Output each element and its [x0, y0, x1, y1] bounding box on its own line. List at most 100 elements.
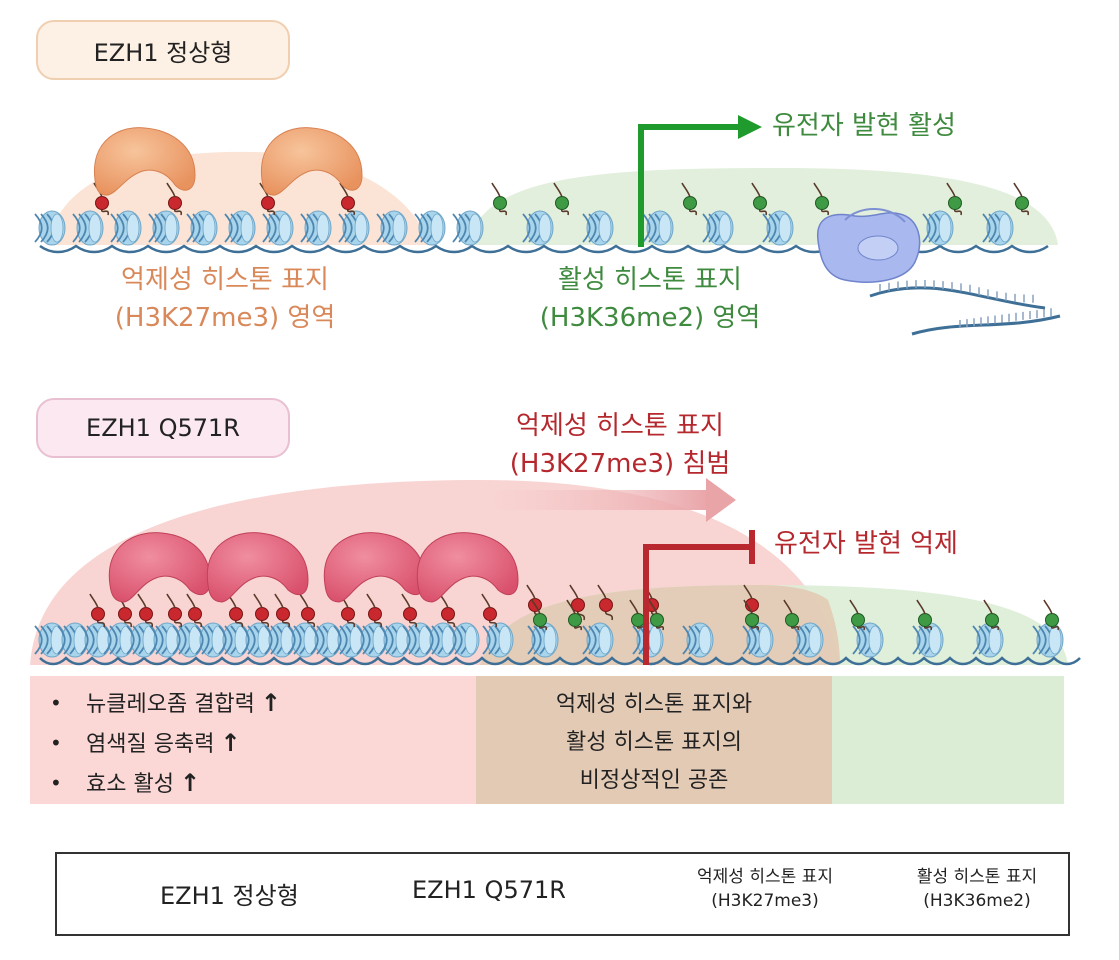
- nucleosome: [34, 210, 66, 246]
- up-arrow-icon: ↑: [260, 689, 282, 717]
- nucleosome: [414, 210, 446, 246]
- repressive-mark: [299, 593, 316, 628]
- active-mark: [1013, 182, 1030, 216]
- mutant-ezh1-protein-2: [206, 532, 309, 603]
- wildtype-panel-label: EZH1 정상형: [36, 20, 290, 80]
- repressive-mark: [253, 593, 270, 628]
- nucleosome: [172, 622, 204, 658]
- mutant-panel-label-text: EZH1 Q571R: [86, 414, 240, 442]
- repressive-mark: [186, 593, 203, 628]
- active-mark: [983, 599, 1000, 631]
- nucleosome: [338, 210, 370, 246]
- dna-strand: [39, 656, 1081, 666]
- nucleosome: [982, 210, 1014, 246]
- active-mark: [743, 599, 760, 631]
- effects-list: 뉴클레오좀 결합력↑ 염색질 응축력↑ 효소 활성↑: [30, 684, 470, 804]
- repressive-mark: [339, 182, 356, 216]
- nucleosome: [333, 622, 365, 658]
- repressive-mark: [137, 593, 154, 628]
- nucleosome: [80, 622, 112, 658]
- rna-transcript-1: [869, 280, 1046, 310]
- nucleosome: [792, 622, 824, 658]
- nucleosome: [702, 210, 734, 246]
- nucleosome: [402, 622, 434, 658]
- chromatin-fiber-bottom: [34, 584, 1081, 666]
- mutant-ezh1-protein-4: [416, 532, 519, 603]
- repressive-mark: [597, 584, 614, 621]
- nucleosome: [452, 210, 484, 246]
- nucleosome: [742, 622, 774, 658]
- nucleosome: [376, 210, 408, 246]
- rna-transcript-2: [911, 308, 1061, 336]
- coexistence-box: [476, 676, 832, 804]
- active-mark: [916, 599, 933, 631]
- nucleosome: [852, 622, 884, 658]
- active-mark: [751, 182, 768, 216]
- rna-polymerase-icon: [817, 208, 921, 283]
- nucleosome: [527, 622, 559, 658]
- active-mark: [783, 599, 800, 631]
- effect-item: 뉴클레오좀 결합력↑: [30, 684, 470, 724]
- repression-arrow: [643, 530, 755, 665]
- repressive-mark: [439, 593, 456, 628]
- chromatin-fiber-top: [34, 182, 1049, 254]
- nucleosome: [241, 622, 273, 658]
- nucleosome: [972, 622, 1004, 658]
- repressive-mark: [366, 593, 383, 628]
- nucleosome: [379, 622, 411, 658]
- active-region-label: 활성 히스톤 표지 (H3K36me2) 영역: [539, 265, 761, 333]
- invasion-label: 억제성 히스톤 표지 (H3K27me3) 침범: [509, 411, 731, 479]
- active-mark: [946, 182, 963, 216]
- nucleosome: [126, 622, 158, 658]
- repressive-mark: [166, 593, 183, 628]
- active-mark: [849, 599, 866, 631]
- nucleosome: [522, 210, 554, 246]
- nucleosome: [682, 622, 714, 658]
- active-mark: [681, 182, 698, 216]
- legend-active-mark-label: 활성 히스톤 표지 (H3K36me2): [916, 867, 1038, 911]
- nucleosome: [34, 622, 66, 658]
- active-mark: [553, 182, 570, 216]
- active-mark: [1043, 599, 1060, 631]
- nucleosome: [149, 622, 181, 658]
- nucleosome: [642, 210, 674, 246]
- up-arrow-icon: ↑: [220, 729, 241, 757]
- repressive-mark: [166, 182, 183, 216]
- wildtype-ezh1-protein-2: [261, 127, 363, 196]
- active-mark: [648, 599, 665, 631]
- nucleosome: [1032, 622, 1064, 658]
- nucleosome: [186, 210, 218, 246]
- active-mark: [813, 182, 830, 216]
- nucleosome: [310, 622, 342, 658]
- wildtype-ezh1-protein-1: [94, 127, 196, 196]
- nucleosome: [224, 210, 256, 246]
- nucleosome: [582, 622, 614, 658]
- effect-item: 염색질 응축력↑: [30, 724, 470, 764]
- nucleosome: [425, 622, 457, 658]
- legend-repressive-mark-label: 억제성 히스톤 표지 (H3K27me3): [697, 867, 833, 911]
- nucleosome: [110, 210, 142, 246]
- repressive-region-label: 억제성 히스톤 표지 (H3K27me3) 영역: [114, 265, 336, 333]
- legend: [55, 852, 1070, 936]
- active-mark: [566, 599, 583, 631]
- active-box: [832, 676, 1064, 804]
- active-mark: [531, 599, 548, 631]
- repression-label: 유전자 발현 억제: [774, 529, 958, 559]
- repressive-mark: [401, 593, 418, 628]
- wildtype-panel-label-text: EZH1 정상형: [93, 38, 233, 67]
- effect-item: 효소 활성↑: [30, 764, 470, 804]
- mutant-panel-label: EZH1 Q571R: [36, 398, 290, 458]
- nucleosome: [287, 622, 319, 658]
- nucleosome: [262, 210, 294, 246]
- activation-arrow: [638, 115, 762, 247]
- nucleosome: [448, 622, 480, 658]
- nucleosome: [72, 210, 104, 246]
- activation-label: 유전자 발현 활성: [772, 111, 956, 141]
- nucleosome: [195, 622, 227, 658]
- nucleosome: [300, 210, 332, 246]
- repressive-mark: [569, 584, 586, 621]
- invasion-arrow: [470, 478, 736, 522]
- nucleosome: [482, 622, 514, 658]
- active-mark: [491, 182, 508, 216]
